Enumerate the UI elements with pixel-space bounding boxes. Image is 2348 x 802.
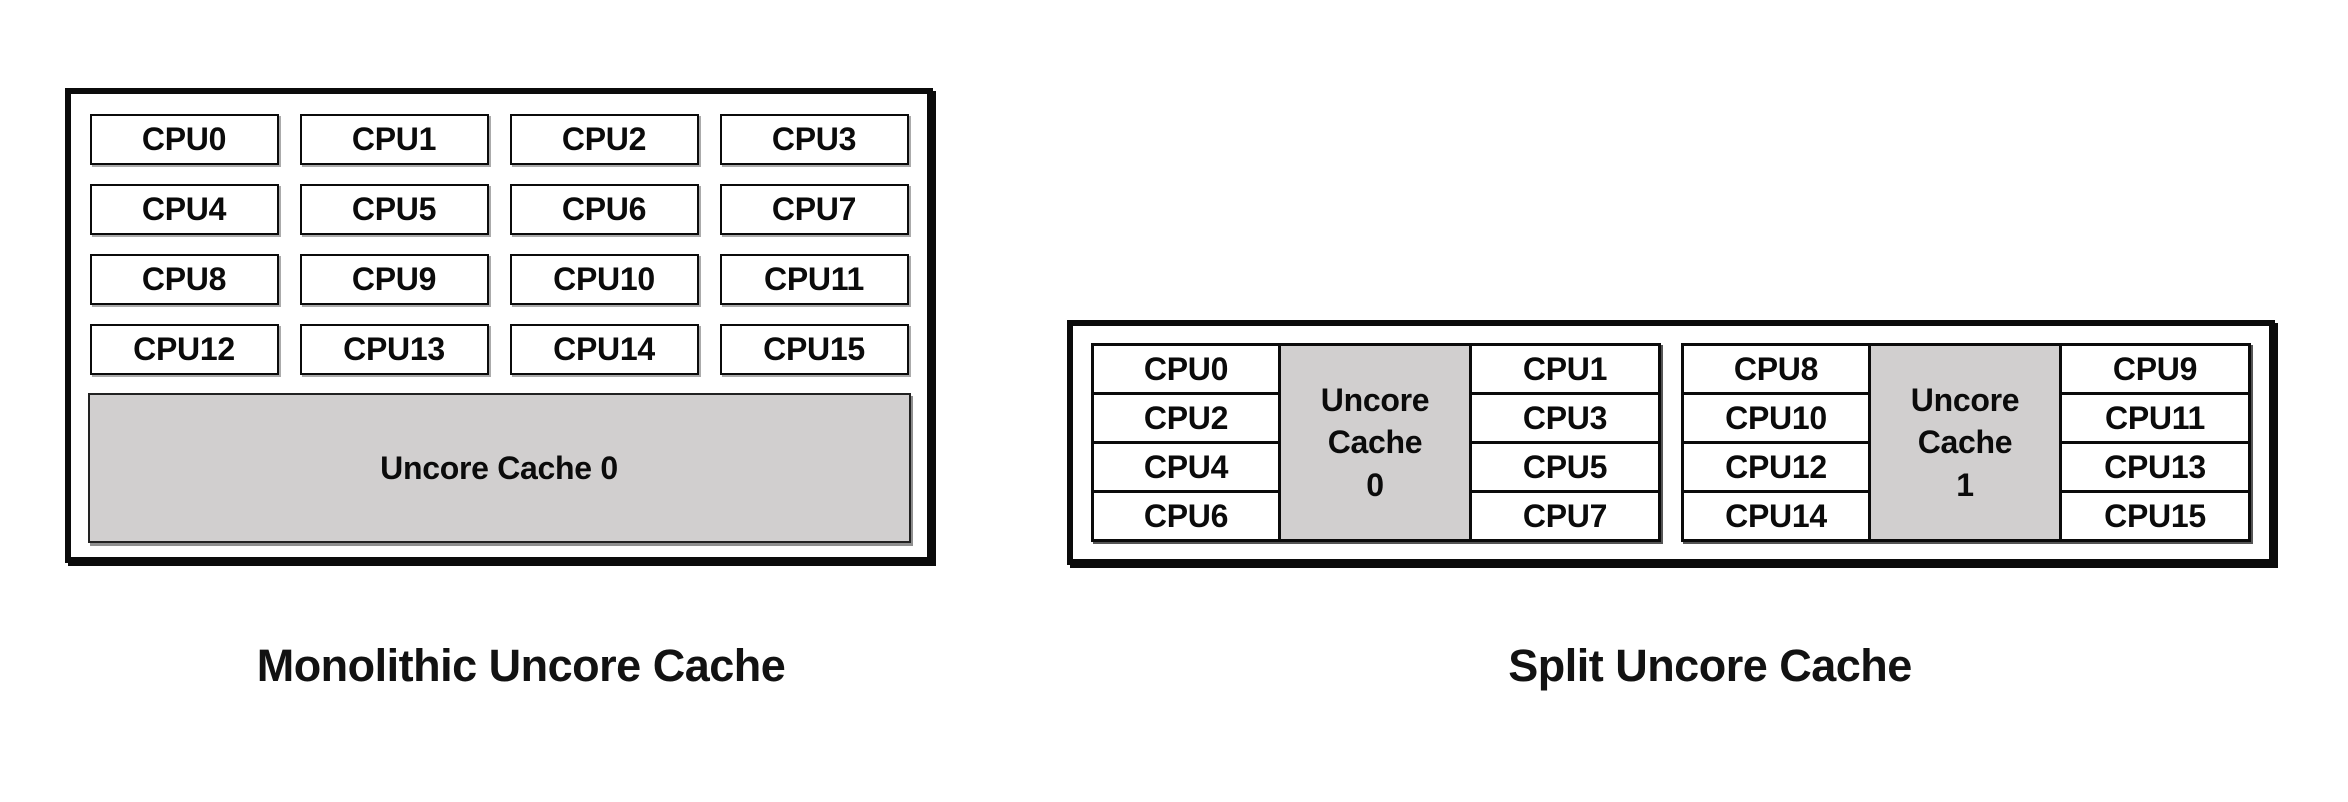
cpu-box: CPU14 — [509, 324, 699, 375]
cpu-box: CPU2 — [1094, 395, 1278, 441]
uncore-label-line: Cache — [1327, 424, 1423, 461]
cpu-box: CPU4 — [1094, 444, 1278, 490]
cpu-box: CPU10 — [509, 254, 699, 305]
cpu-box: CPU1 — [1472, 346, 1658, 392]
cpu-box: CPU5 — [1472, 444, 1658, 490]
cpu-box: CPU11 — [719, 254, 909, 305]
uncore-cache-0-box: Uncore Cache 0 — [1281, 346, 1469, 539]
uncore-cache-1-box: Uncore Cache 1 — [1871, 346, 2059, 539]
cpu-box: CPU5 — [299, 184, 489, 235]
cpu-box: CPU1 — [299, 114, 489, 165]
cpu-box: CPU15 — [2062, 493, 2248, 539]
uncore-label-line: Uncore — [1910, 382, 2020, 419]
cpu-box: CPU11 — [2062, 395, 2248, 441]
cpu-box: CPU8 — [89, 254, 279, 305]
cpu-box: CPU7 — [719, 184, 909, 235]
cpu-box: CPU12 — [1684, 444, 1868, 490]
cpu-box: CPU15 — [719, 324, 909, 375]
cpu-box: CPU12 — [89, 324, 279, 375]
split-title: Split Uncore Cache — [1508, 640, 1912, 691]
cpu-box: CPU13 — [2062, 444, 2248, 490]
cpu-box: CPU0 — [1094, 346, 1278, 392]
cpu-box: CPU9 — [299, 254, 489, 305]
cpu-box: CPU2 — [509, 114, 699, 165]
cpu-box: CPU10 — [1684, 395, 1868, 441]
split-diagram-box: CPU0 CPU2 CPU4 CPU6 Uncore Cache 0 CPU1 … — [1067, 320, 2275, 565]
uncore-cache-0-box: Uncore Cache 0 — [87, 393, 911, 543]
cpu-box: CPU3 — [719, 114, 909, 165]
cpu-box: CPU14 — [1684, 493, 1868, 539]
cpu-box: CPU7 — [1472, 493, 1658, 539]
uncore-label-line: 1 — [1956, 466, 1974, 503]
split-cluster-0: CPU0 CPU2 CPU4 CPU6 Uncore Cache 0 CPU1 … — [1091, 343, 1661, 542]
cpu-box: CPU0 — [89, 114, 279, 165]
cpu-box: CPU6 — [1094, 493, 1278, 539]
cpu-box: CPU9 — [2062, 346, 2248, 392]
monolithic-title: Monolithic Uncore Cache — [256, 640, 786, 691]
cpu-box: CPU3 — [1472, 395, 1658, 441]
uncore-label-line: 0 — [1366, 466, 1384, 503]
uncore-label-line: Cache — [1917, 424, 2013, 461]
cpu-box: CPU13 — [299, 324, 489, 375]
monolithic-diagram-box: CPU0 CPU1 CPU2 CPU3 CPU4 CPU5 CPU6 CPU7 … — [65, 88, 933, 563]
monolithic-cpu-grid: CPU0 CPU1 CPU2 CPU3 CPU4 CPU5 CPU6 CPU7 … — [71, 114, 927, 375]
cpu-box: CPU8 — [1684, 346, 1868, 392]
split-cluster-1: CPU8 CPU10 CPU12 CPU14 Uncore Cache 1 CP… — [1681, 343, 2251, 542]
cpu-box: CPU4 — [89, 184, 279, 235]
cpu-box: CPU6 — [509, 184, 699, 235]
uncore-label-line: Uncore — [1320, 382, 1430, 419]
